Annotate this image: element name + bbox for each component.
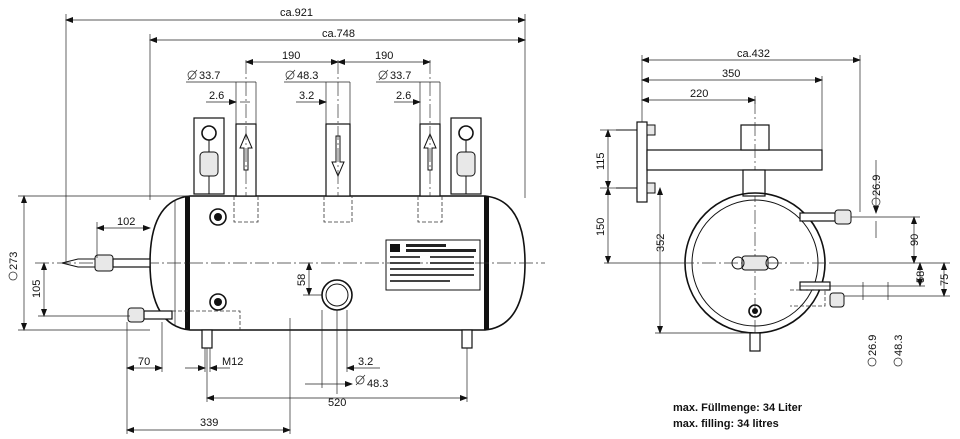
diameter-symbol	[187, 70, 197, 80]
dim-side-dia-top: 26.9	[871, 175, 883, 196]
diameter-symbol	[867, 357, 877, 367]
dim-wall-center: 3.2	[299, 90, 314, 102]
nameplate	[385, 239, 481, 291]
dim-dia-left: 33.7	[199, 70, 220, 82]
dim-bottom-339: 339	[200, 417, 218, 429]
front-view: ca.921 ca.748 190 190 33.7 48.3 33.7 2.6	[8, 7, 545, 434]
dim-side-350: 350	[722, 68, 740, 80]
dim-side-total: ca.432	[737, 48, 770, 60]
dim-side-dia-bottom-a: 26.9	[867, 335, 879, 356]
foot-right	[461, 329, 473, 349]
dim-side-115: 115	[595, 152, 607, 170]
top-port-small	[209, 208, 227, 226]
dim-wall-right: 2.6	[396, 90, 411, 102]
eye-bolt-right	[450, 117, 482, 195]
dim-dia-bottom: 48.3	[367, 378, 388, 390]
tank-end	[680, 192, 830, 352]
drain-foot-left	[201, 329, 213, 349]
dim-side-220: 220	[690, 88, 708, 100]
left-inlet	[61, 254, 151, 272]
filling-note-de: max. Füllmenge: 34 Liter	[673, 402, 802, 414]
dim-wall-left: 2.6	[209, 90, 224, 102]
dim-wall-bottom: 3.2	[358, 356, 373, 368]
diameter-symbol	[355, 375, 365, 385]
dim-side-58: 58	[915, 271, 927, 283]
wall-bracket	[616, 100, 823, 350]
dim-bottom-70: 70	[138, 356, 150, 368]
dim-side-90: 90	[909, 234, 921, 246]
bottom-left-pipe	[127, 307, 241, 330]
dim-shell-width: ca.748	[322, 28, 355, 40]
dim-feet-520: 520	[328, 397, 346, 409]
diameter-symbol	[893, 357, 903, 367]
dim-height-105: 105	[31, 280, 43, 298]
dim-overall-width: ca.921	[280, 7, 313, 19]
diameter-symbol	[871, 197, 881, 207]
dim-side-75: 75	[939, 274, 951, 286]
dim-dia-right: 33.7	[390, 70, 411, 82]
bottom-port-small	[209, 293, 227, 311]
diameter-symbol	[8, 271, 18, 281]
dim-offset-58: 58	[296, 274, 308, 286]
dim-left-pipe: 102	[117, 216, 135, 228]
dim-thread: M12	[222, 356, 243, 368]
pipe-right	[419, 60, 441, 197]
dim-height-273: 273	[8, 252, 20, 270]
center-outlet	[321, 279, 353, 311]
pipe-center	[325, 60, 351, 197]
diameter-symbol	[378, 70, 388, 80]
diameter-symbol	[285, 70, 295, 80]
side-view: ca.432 350 220 115 150 352 26.9	[595, 48, 951, 367]
pipe-left	[235, 60, 257, 197]
dim-pitch-right: 190	[375, 50, 393, 62]
dim-pitch-left: 190	[282, 50, 300, 62]
dim-side-150: 150	[595, 218, 607, 236]
dim-side-352: 352	[655, 234, 667, 252]
filling-note-en: max. filling: 34 litres	[673, 418, 779, 430]
dim-side-dia-bottom-b: 48.3	[893, 335, 905, 356]
eye-bolt-left	[193, 117, 225, 195]
dim-dia-center: 48.3	[297, 70, 318, 82]
